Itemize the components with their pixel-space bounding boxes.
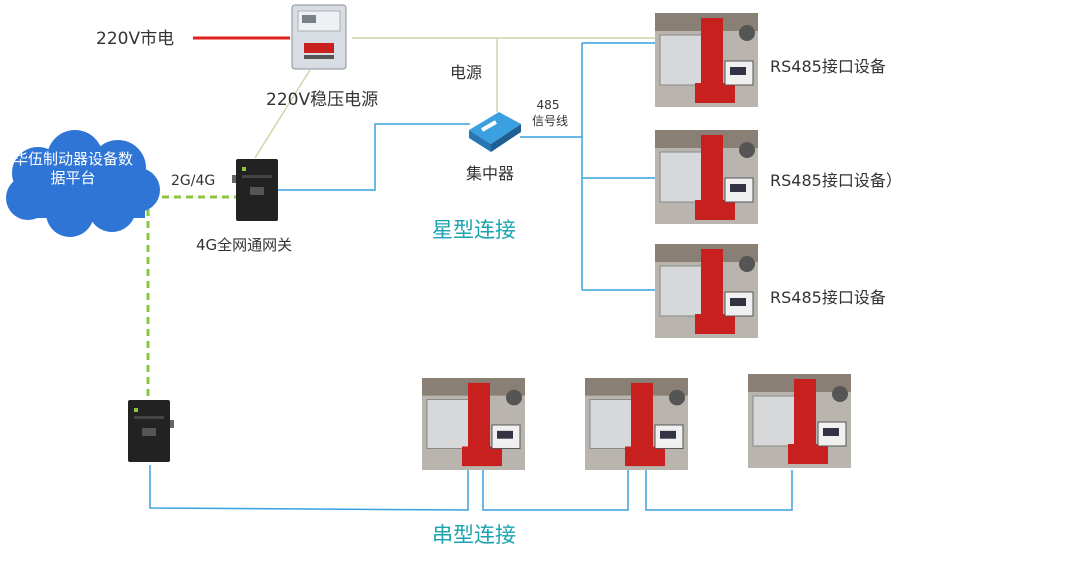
regulated-power-label: 220V稳压电源 bbox=[266, 90, 379, 110]
mains-label: 220V市电 bbox=[96, 29, 175, 49]
power-line-to-gateway bbox=[254, 69, 311, 159]
brake-device-photo bbox=[655, 130, 758, 224]
cloud-icon bbox=[6, 130, 160, 237]
star-connection-label: 星型连接 bbox=[432, 218, 516, 242]
device-label-3: RS485接口设备 bbox=[770, 288, 886, 307]
device-label-1: RS485接口设备 bbox=[770, 57, 886, 76]
device-label-2: RS485接口设备） bbox=[770, 171, 902, 190]
gateway-to-concentrator-line bbox=[278, 123, 470, 191]
concentrator-label: 集中器 bbox=[466, 164, 515, 183]
brake-device-photo bbox=[422, 378, 525, 470]
power-label: 电源 bbox=[450, 63, 483, 82]
brake-device-photo bbox=[655, 244, 758, 338]
gateway-label: 4G全网通网关 bbox=[196, 236, 293, 254]
brake-device-photo bbox=[585, 378, 688, 470]
link-type-label: 2G/4G bbox=[171, 173, 216, 189]
serial-line-1 bbox=[149, 465, 469, 511]
router-gateway-icon bbox=[232, 159, 278, 221]
signal-line-label-top: 485 bbox=[536, 98, 560, 112]
signal-line-label-bottom: 信号线 bbox=[531, 114, 568, 128]
router-gateway-icon bbox=[128, 400, 174, 462]
voltage-regulator-icon bbox=[291, 4, 347, 70]
brake-device-photo bbox=[748, 374, 851, 468]
concentrator-icon bbox=[469, 112, 521, 152]
cloud-platform-label: 华伍制动器设备数据平台 bbox=[12, 150, 133, 187]
serial-connection-label: 串型连接 bbox=[432, 523, 516, 547]
brake-device-photo bbox=[655, 13, 758, 107]
serial-line-2 bbox=[482, 470, 629, 511]
serial-line-3 bbox=[645, 470, 793, 511]
